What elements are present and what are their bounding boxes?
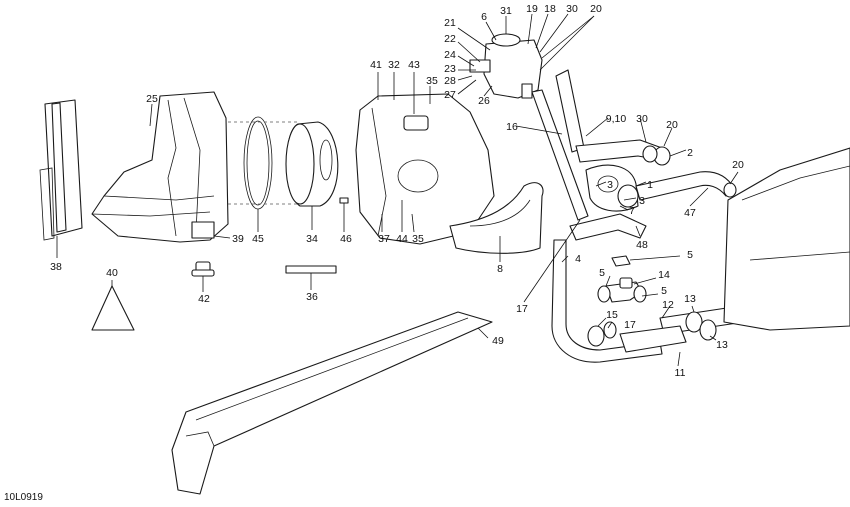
part-15-17-clamps bbox=[587, 317, 617, 347]
part-40-triangle bbox=[91, 280, 135, 331]
callout-43: 43 bbox=[408, 59, 420, 71]
part-49-belly-pan bbox=[171, 311, 493, 495]
callout-12: 12 bbox=[662, 299, 674, 311]
callout-14: 14 bbox=[658, 269, 670, 281]
callout-17-left: 17 bbox=[516, 303, 528, 315]
callout-labels: 31 6 19 18 30 20 21 22 24 23 28 27 26 41… bbox=[4, 3, 744, 503]
part-46-screw bbox=[339, 197, 349, 232]
callout-3-left: 3 bbox=[607, 179, 613, 191]
part-13-clamps bbox=[685, 305, 717, 341]
callout-7: 7 bbox=[629, 205, 635, 217]
part-39-air-box bbox=[91, 91, 231, 243]
callout-36: 36 bbox=[306, 291, 318, 303]
callout-16: 16 bbox=[506, 121, 518, 133]
callout-24: 24 bbox=[444, 49, 456, 61]
callout-48: 48 bbox=[636, 239, 648, 251]
callout-11: 11 bbox=[675, 367, 686, 379]
assembly-alignment-lines bbox=[228, 121, 300, 205]
part-16-vent-hose bbox=[515, 89, 589, 221]
callout-30: 30 bbox=[566, 3, 578, 15]
callout-46: 46 bbox=[340, 233, 352, 245]
callout-20-far: 20 bbox=[732, 159, 744, 171]
part-38-side-panel bbox=[39, 99, 83, 258]
part-1-thermostat-housing bbox=[585, 164, 647, 212]
callout-6: 6 bbox=[481, 11, 487, 23]
callout-13-top: 13 bbox=[684, 293, 696, 305]
part-45-gasket bbox=[243, 116, 273, 232]
callout-8: 8 bbox=[497, 263, 503, 275]
coolant-reservoir-assembly bbox=[457, 13, 595, 99]
part-36-strip bbox=[285, 265, 337, 290]
callout-22: 22 bbox=[444, 33, 456, 45]
callout-15: 15 bbox=[606, 309, 618, 321]
callout-35-upper: 35 bbox=[426, 75, 438, 87]
callout-42: 42 bbox=[198, 293, 210, 305]
callout-4: 4 bbox=[575, 253, 581, 265]
callout-40: 40 bbox=[106, 267, 118, 279]
callout-5-top: 5 bbox=[687, 249, 693, 261]
callout-5-right: 5 bbox=[661, 285, 667, 297]
callout-49: 49 bbox=[492, 335, 504, 347]
part-34-air-filter bbox=[285, 121, 339, 230]
part-5-cap bbox=[611, 255, 681, 267]
callout-28: 28 bbox=[444, 75, 456, 87]
callout-20-right: 20 bbox=[666, 119, 678, 131]
part-4-hose bbox=[551, 239, 663, 363]
reference-code: 10L0919 bbox=[4, 492, 43, 503]
part-9-10-hose bbox=[555, 69, 609, 153]
callout-5-left: 5 bbox=[599, 267, 605, 279]
callout-23: 23 bbox=[444, 63, 456, 75]
callout-2: 2 bbox=[687, 147, 693, 159]
callout-45: 45 bbox=[252, 233, 264, 245]
callout-35-lower: 35 bbox=[412, 233, 424, 245]
callout-32: 32 bbox=[388, 59, 400, 71]
callout-19: 19 bbox=[526, 3, 538, 15]
part-17-leader-upper bbox=[523, 219, 581, 303]
part-41-intake-housing bbox=[355, 72, 495, 245]
callout-21: 21 bbox=[444, 17, 456, 29]
callout-37: 37 bbox=[378, 233, 390, 245]
callout-25: 25 bbox=[146, 93, 158, 105]
right-body-panel bbox=[723, 147, 850, 331]
callout-20: 20 bbox=[590, 3, 602, 15]
callout-9-10: 9,10 bbox=[606, 113, 627, 125]
callout-44: 44 bbox=[396, 233, 408, 245]
callout-41: 41 bbox=[370, 59, 382, 71]
callout-34: 34 bbox=[306, 233, 318, 245]
callout-31: 31 bbox=[500, 5, 512, 17]
callout-26: 26 bbox=[478, 95, 490, 107]
part-8-intake-duct bbox=[449, 182, 544, 262]
callout-3-right: 3 bbox=[639, 195, 645, 207]
callout-17-right: 17 bbox=[624, 319, 636, 331]
callout-1: 1 bbox=[647, 179, 653, 191]
callout-30-right: 30 bbox=[636, 113, 648, 125]
part-48-lower-hose bbox=[569, 213, 647, 241]
callout-13-bottom: 13 bbox=[716, 339, 728, 351]
part-47-outlet-hose bbox=[635, 171, 739, 207]
part-14-tee-fitting bbox=[597, 275, 659, 303]
callout-39: 39 bbox=[232, 233, 244, 245]
part-20-clamp-upper bbox=[642, 127, 687, 166]
callout-27: 27 bbox=[444, 89, 456, 101]
part-11-lower-pipe bbox=[619, 325, 687, 367]
callout-47: 47 bbox=[684, 207, 696, 219]
callout-18: 18 bbox=[544, 3, 556, 15]
callout-38: 38 bbox=[50, 261, 62, 273]
part-42-grommet bbox=[191, 261, 215, 292]
